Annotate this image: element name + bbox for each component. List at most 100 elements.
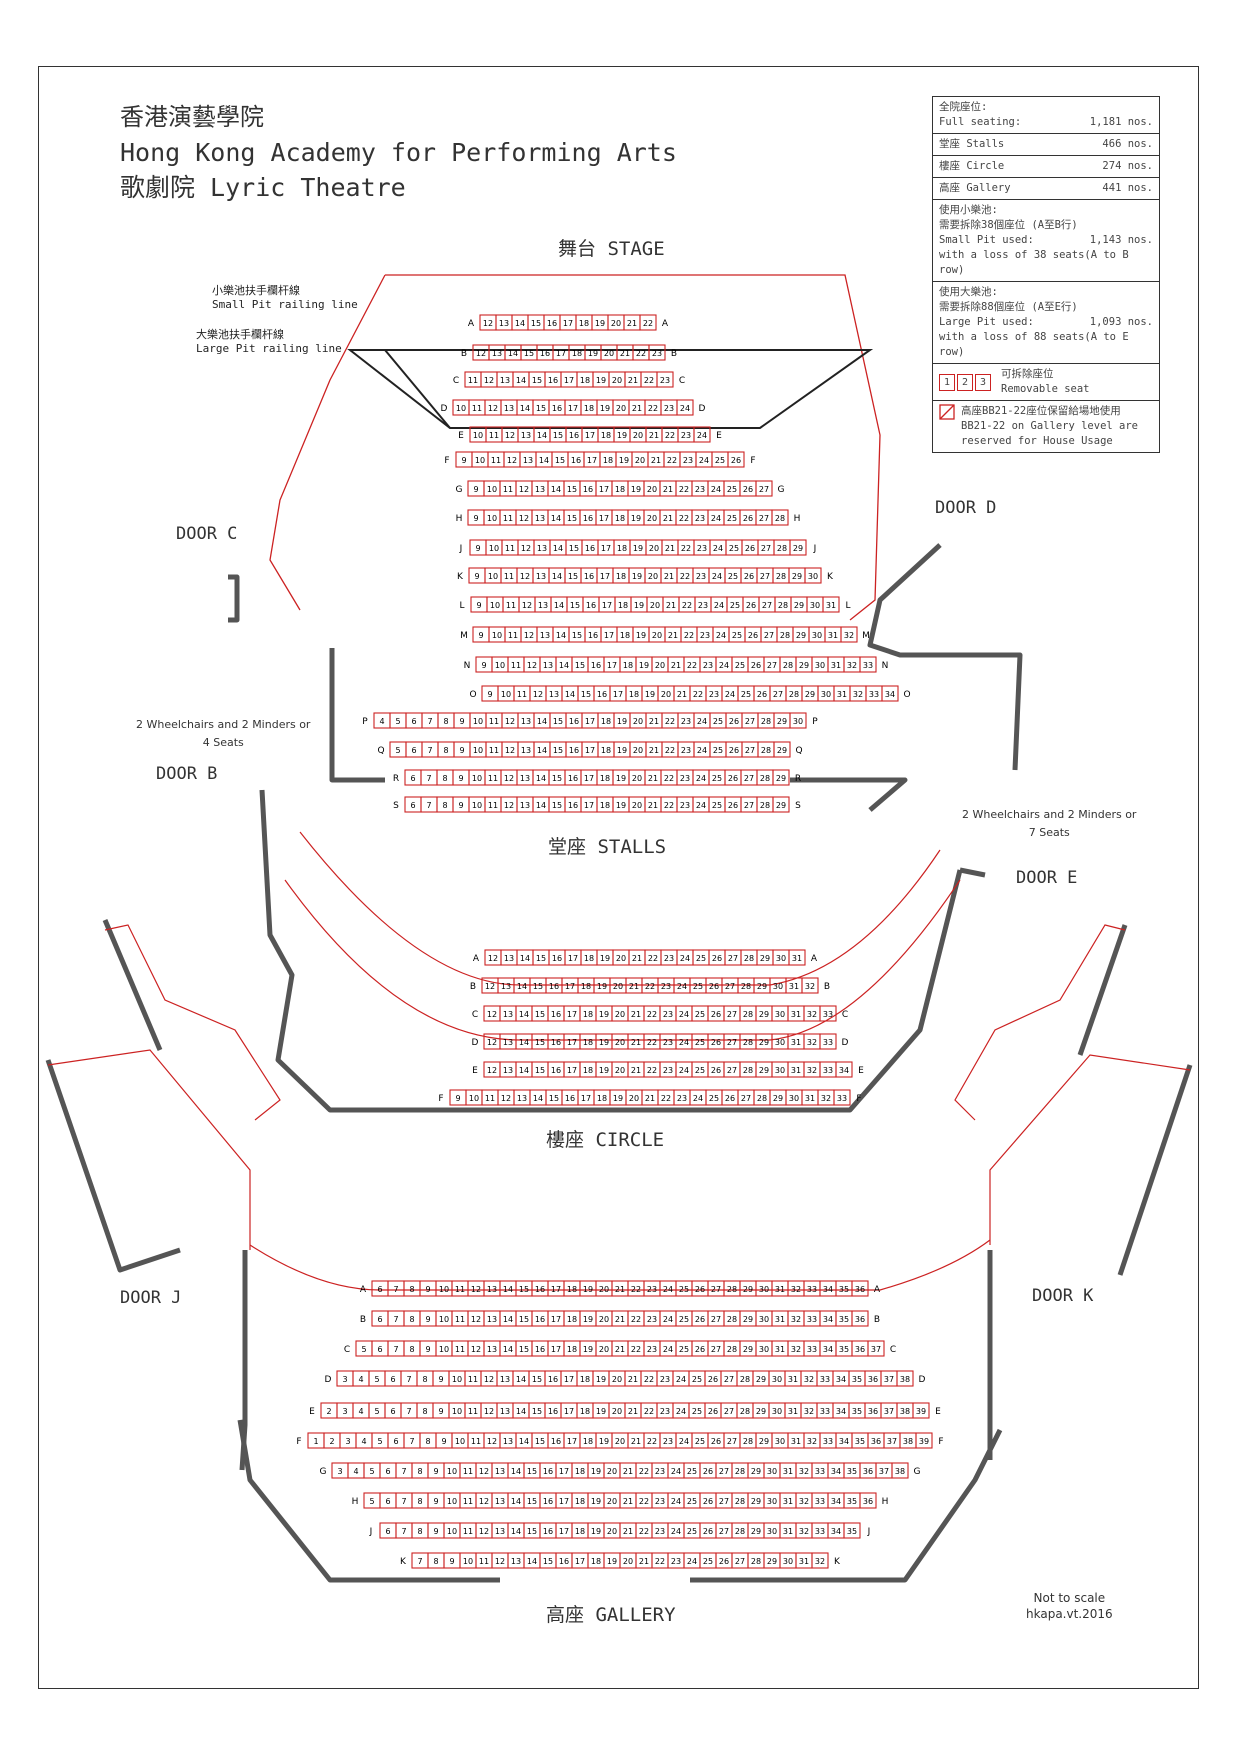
- seat-number: 25: [679, 1285, 689, 1294]
- seat-number: 20: [612, 1407, 622, 1416]
- seat-number: 17: [563, 319, 573, 328]
- seat-number: 12: [487, 1066, 497, 1075]
- removable-seat-1: 1: [939, 373, 955, 391]
- seat-number: 34: [836, 1375, 846, 1384]
- row-label: J: [813, 544, 817, 554]
- seat-number: 30: [789, 1094, 799, 1103]
- seat-number: 29: [793, 544, 803, 553]
- credit: hkapa.vt.2016: [1026, 1607, 1113, 1621]
- seat-number: 14: [552, 572, 562, 581]
- seat-number: 20: [647, 514, 657, 523]
- seat-number: 12: [507, 456, 517, 465]
- seat-number: 29: [743, 1315, 753, 1324]
- seat-number: 21: [648, 801, 658, 810]
- row-label: C: [842, 1010, 848, 1020]
- seat-number: 23: [664, 404, 674, 413]
- seat-number: 12: [505, 431, 515, 440]
- seat-number: 34: [885, 690, 895, 699]
- seat-number: 30: [767, 1497, 777, 1506]
- seat-number: 13: [503, 1437, 513, 1446]
- seat-number: 13: [503, 1066, 513, 1075]
- seat-number: 17: [568, 954, 578, 963]
- seat-number: 16: [551, 1038, 561, 1047]
- seat-number: 19: [639, 661, 649, 670]
- seat-number: 23: [661, 982, 671, 991]
- seat-number: 30: [775, 1437, 785, 1446]
- seat-number: 17: [599, 485, 609, 494]
- seat-number: 22: [631, 1285, 641, 1294]
- seat-number: 4: [379, 717, 384, 726]
- seat-number: 26: [703, 1467, 713, 1476]
- seat-number: 32: [791, 1285, 801, 1294]
- seat-number: 17: [600, 572, 610, 581]
- row-label: C: [472, 1010, 478, 1020]
- seat-number: 26: [719, 1557, 729, 1566]
- seat-number: 39: [919, 1437, 929, 1446]
- seat-number: 15: [553, 431, 563, 440]
- row-label: K: [827, 572, 834, 582]
- legend-small-en2: with a loss of 38 seats(A to B row): [939, 249, 1129, 276]
- seat-number: 35: [839, 1285, 849, 1294]
- seat-number: 32: [807, 1010, 817, 1019]
- seat: [915, 1432, 933, 1449]
- row-label: L: [845, 601, 850, 611]
- seat-number: 10: [489, 544, 499, 553]
- seat-number: 29: [777, 717, 787, 726]
- seat-number: 20: [633, 431, 643, 440]
- seat-number: 11: [504, 572, 514, 581]
- row-label: H: [352, 1497, 359, 1507]
- seat-number: 27: [727, 1066, 737, 1075]
- seat-number: 15: [536, 954, 546, 963]
- seat-number: 16: [591, 661, 601, 670]
- seat-number: 19: [583, 1315, 593, 1324]
- seat-number: 23: [663, 1010, 673, 1019]
- seat-number: 35: [852, 1407, 862, 1416]
- seat-number: 12: [527, 661, 537, 670]
- seat-number: 18: [572, 349, 582, 358]
- seat-number: 25: [713, 746, 723, 755]
- seat-number: 22: [665, 431, 675, 440]
- seat-number: 9: [459, 717, 464, 726]
- seat-number: 10: [456, 404, 466, 413]
- seat-number: 23: [681, 431, 691, 440]
- seat: [859, 656, 877, 673]
- seat-number: 14: [517, 982, 527, 991]
- legend-small-cn1: 使用小樂池:: [939, 204, 998, 216]
- seat: [773, 741, 791, 758]
- title-en: Hong Kong Academy for Performing Arts: [120, 138, 677, 167]
- seat-number: 6: [385, 1467, 390, 1476]
- seat-number: 10: [488, 572, 498, 581]
- seat-number: 20: [599, 1345, 609, 1354]
- seat-number: 15: [519, 1345, 529, 1354]
- seat-number: 28: [735, 1467, 745, 1476]
- seat-number: 21: [627, 319, 637, 328]
- seat-number: 7: [417, 1557, 422, 1566]
- seat-number: 33: [823, 1066, 833, 1075]
- seat-number: 19: [645, 690, 655, 699]
- seat-number: 10: [447, 1527, 457, 1536]
- seat-number: 12: [533, 690, 543, 699]
- seat-number: 25: [692, 1407, 702, 1416]
- seat-number: 30: [783, 1557, 793, 1566]
- seat-number: 13: [500, 376, 510, 385]
- seat-number: 22: [644, 1375, 654, 1384]
- seat-number: 21: [631, 1437, 641, 1446]
- seat-number: 28: [783, 661, 793, 670]
- seat-number: 24: [671, 1497, 681, 1506]
- seat: [727, 451, 745, 468]
- seat-number: 22: [639, 1497, 649, 1506]
- seat-number: 5: [395, 746, 400, 755]
- seat-number: 28: [780, 631, 790, 640]
- seat-number: 14: [511, 1497, 521, 1506]
- seat-number: 15: [549, 1094, 559, 1103]
- seat-number: 19: [616, 774, 626, 783]
- seat-number: 24: [679, 1437, 689, 1446]
- not-to-scale-note: Not to scale: [1033, 1591, 1106, 1605]
- seat-number: 26: [703, 1497, 713, 1506]
- seat-number: 26: [711, 1010, 721, 1019]
- seat-number: 20: [615, 1038, 625, 1047]
- seat-number: 21: [632, 954, 642, 963]
- seat-number: 26: [728, 801, 738, 810]
- legend-large-cn2: 需要拆除88個座位 (A至E行): [939, 301, 1078, 313]
- row-label: D: [441, 404, 448, 414]
